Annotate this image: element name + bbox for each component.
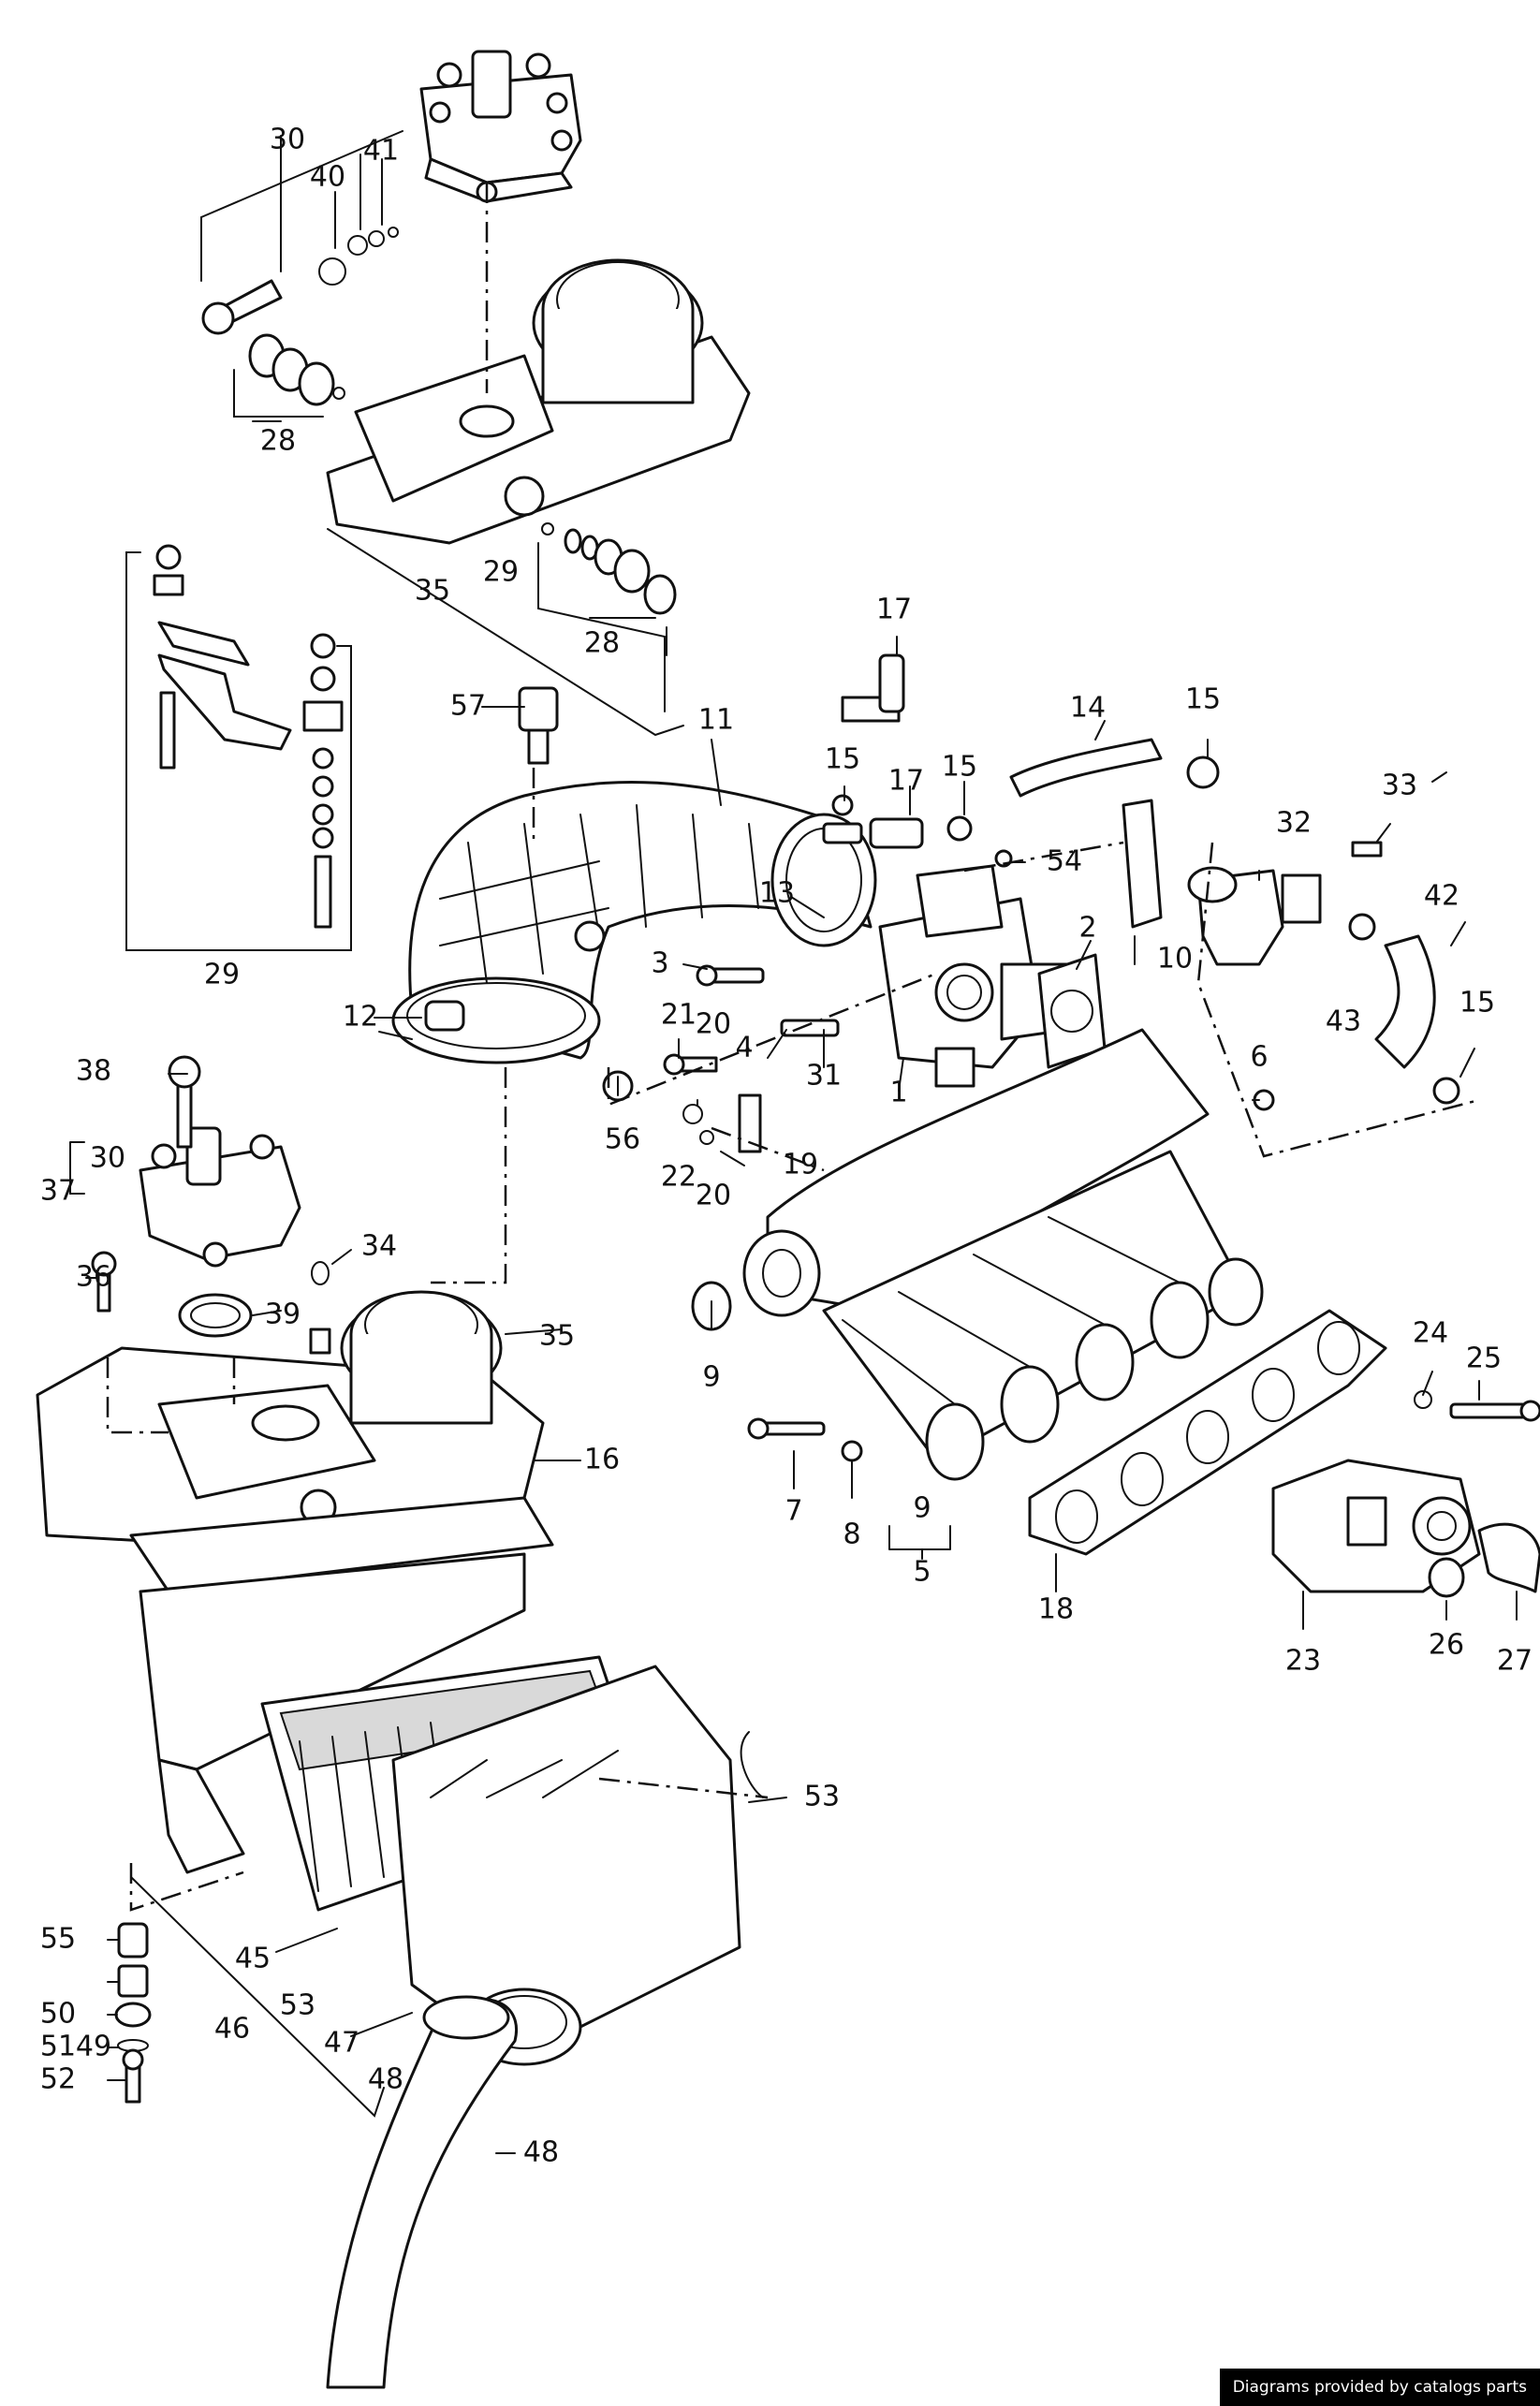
assembly-centerlines — [106, 183, 1480, 2118]
callout-15-a: 15 — [1185, 683, 1221, 716]
callout-8: 8 — [843, 1518, 860, 1551]
callout-54: 54 — [1047, 845, 1082, 878]
callout-15-d: 15 — [1459, 987, 1495, 1020]
callout-53-a: 53 — [804, 1781, 840, 1813]
callout-42: 42 — [1424, 880, 1459, 913]
seal-rings — [233, 333, 677, 712]
callout-30-a: 30 — [270, 124, 305, 156]
gasket-and-bracket — [1037, 799, 1163, 1069]
callout-17-a: 17 — [876, 594, 912, 626]
vacuum-hoses — [822, 653, 1220, 868]
callout-21: 21 — [661, 999, 697, 1032]
callout-45: 45 — [235, 1943, 271, 1975]
callout-23: 23 — [1285, 1645, 1321, 1678]
callout-39: 39 — [265, 1298, 301, 1331]
idle-valve — [1187, 841, 1460, 1105]
callout-17-b: 17 — [888, 765, 924, 798]
callout-49: 49 — [76, 2031, 111, 2063]
callout-53-b: 53 — [280, 1989, 315, 2022]
callout-47: 47 — [324, 2027, 359, 2060]
coolant-housing — [1271, 1390, 1540, 1598]
callout-2: 2 — [1078, 912, 1096, 945]
injector-top — [200, 130, 403, 335]
callout-1: 1 — [889, 1077, 907, 1109]
fasteners-center — [602, 964, 1275, 1462]
air-filter-housing — [139, 1552, 741, 2066]
callout-9-b: 9 — [913, 1492, 931, 1525]
callout-30-b: 30 — [90, 1142, 125, 1175]
callout-29-b: 29 — [204, 959, 240, 991]
callout-3: 3 — [651, 947, 668, 980]
callout-33: 33 — [1382, 770, 1417, 802]
bracket-assembly — [125, 544, 352, 951]
callout-15-c: 15 — [942, 751, 977, 784]
intake-air-duct — [391, 781, 877, 1064]
callout-26: 26 — [1429, 1629, 1464, 1662]
callout-48-b: 48 — [523, 2136, 559, 2169]
callout-20-a: 20 — [696, 1008, 731, 1041]
callout-22: 22 — [661, 1161, 697, 1194]
callout-36: 36 — [76, 1261, 111, 1294]
callout-4: 4 — [735, 1032, 753, 1064]
callout-56: 56 — [605, 1123, 640, 1156]
callout-20-b: 20 — [696, 1180, 731, 1212]
seal-ring-39 — [178, 1261, 331, 1355]
callout-18: 18 — [1038, 1593, 1074, 1626]
callout-35-b: 35 — [539, 1320, 575, 1353]
intake-manifold — [742, 1028, 1264, 1481]
callout-52: 52 — [40, 2063, 76, 2096]
callout-14: 14 — [1070, 692, 1106, 725]
fuel-distributor-top — [419, 50, 582, 203]
callout-7: 7 — [785, 1495, 802, 1528]
callout-31: 31 — [806, 1060, 842, 1093]
callout-13: 13 — [759, 877, 795, 910]
callout-50: 50 — [40, 1998, 76, 2031]
callout-48-a: 48 — [368, 2063, 403, 2096]
callout-6: 6 — [1250, 1041, 1268, 1074]
callout-51: 51 — [40, 2031, 76, 2063]
upper-intake-body — [326, 258, 751, 545]
callout-37: 37 — [40, 1175, 76, 1208]
callout-29-a: 29 — [483, 556, 519, 589]
fuel-distributor-lower — [91, 1055, 301, 1313]
callout-57: 57 — [450, 690, 486, 723]
callout-40: 40 — [310, 161, 345, 194]
callout-12: 12 — [343, 1001, 378, 1034]
callout-35-a: 35 — [415, 575, 450, 608]
callout-41: 41 — [363, 135, 399, 168]
callout-15-b: 15 — [825, 743, 860, 776]
small-fasteners-lower — [114, 1731, 764, 2104]
callout-11: 11 — [698, 704, 734, 737]
callout-16: 16 — [584, 1444, 620, 1476]
callout-28-b: 28 — [584, 627, 620, 660]
callout-24: 24 — [1413, 1317, 1448, 1350]
manifold-gasket — [1028, 1309, 1387, 1556]
credit-badge: Diagrams provided by catalogs parts — [1219, 2369, 1540, 2406]
callout-32: 32 — [1276, 807, 1312, 840]
callout-5: 5 — [913, 1556, 931, 1589]
callout-9-a: 9 — [702, 1361, 720, 1394]
callout-34: 34 — [361, 1230, 397, 1263]
callout-19: 19 — [783, 1149, 818, 1181]
callout-43: 43 — [1326, 1005, 1361, 1038]
callout-10: 10 — [1157, 943, 1193, 976]
air-flow-sensor-housing — [36, 1290, 554, 1593]
intake-tube — [326, 1995, 518, 2389]
callout-28-a: 28 — [260, 425, 296, 458]
callout-46: 46 — [214, 2013, 250, 2046]
callout-27: 27 — [1497, 1645, 1533, 1678]
callout-38: 38 — [76, 1055, 111, 1088]
callout-labels: 1 2 3 4 5 6 7 8 9 9 10 11 12 13 14 15 15… — [40, 124, 1533, 2169]
leader-lines — [69, 135, 1518, 2154]
plug-57 — [518, 686, 559, 765]
callout-55: 55 — [40, 1923, 76, 1956]
callout-25: 25 — [1466, 1342, 1502, 1375]
